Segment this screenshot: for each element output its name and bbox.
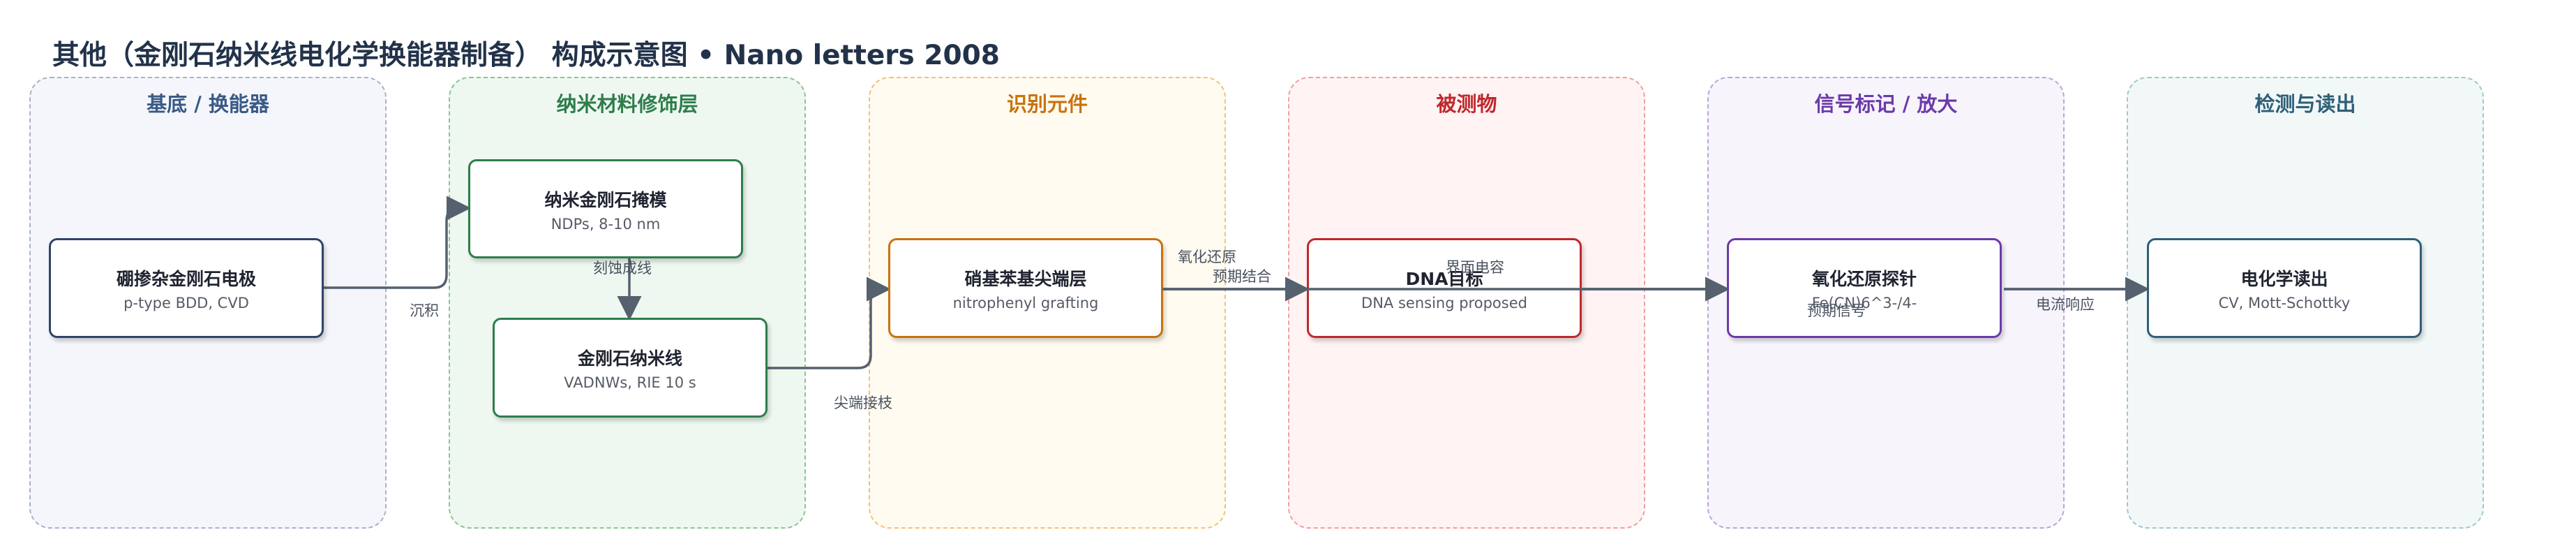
node-dna-title: DNA目标 (1405, 269, 1483, 289)
lane-title-substrate: 基底 / 换能器 (147, 92, 269, 116)
edge-label-deposit: 沉积 (410, 302, 439, 319)
node-dna-target[interactable]: DNA目标 DNA sensing proposed (1307, 238, 1582, 338)
node-echem-readout[interactable]: 电化学读出 CV, Mott-Schottky (2147, 238, 2422, 338)
node-diamond-nanowires[interactable]: 金刚石纳米线 VADNWs, RIE 10 s (493, 318, 767, 418)
node-wires-title: 金刚石纳米线 (577, 348, 682, 369)
node-mask-sub: NDPs, 8-10 nm (551, 216, 661, 233)
edge-label-interface: 界面电容 (1446, 259, 1504, 276)
edge-label-current: 电流响应 (2036, 296, 2095, 313)
node-dna-sub: DNA sensing proposed (1361, 295, 1527, 311)
edge-label-tip: 尖端接枝 (834, 395, 892, 411)
node-echem-sub: CV, Mott-Schottky (2218, 295, 2351, 311)
node-nitro-sub: nitrophenyl grafting (952, 295, 1099, 311)
edge-label-redox: 氧化还原 (1178, 249, 1236, 265)
edge-label-etch: 刻蚀成线 (593, 260, 652, 277)
node-echem-title: 电化学读出 (2240, 269, 2328, 289)
node-bdd-title: 硼掺杂金刚石电极 (116, 269, 256, 289)
node-wires-sub: VADNWs, RIE 10 s (564, 374, 696, 391)
edge-label-binding: 预期结合 (1213, 268, 1271, 285)
node-probe-sub: Fe(CN)6^3-/4- (1811, 295, 1917, 311)
edge-label-expected: 预期信号 (1807, 302, 1866, 319)
node-bdd-sub: p-type BDD, CVD (123, 295, 249, 311)
page-title: 其他（金刚石纳米线电化学换能器制备） 构成示意图 • Nano letters … (52, 40, 1000, 71)
lane-title-nano: 纳米材料修饰层 (556, 92, 698, 116)
lane-title-analyte: 被测物 (1436, 92, 1497, 116)
node-nitro-title: 硝基苯基尖端层 (964, 269, 1087, 289)
node-redox-probe[interactable]: 氧化还原探针 Fe(CN)6^3-/4- (1727, 238, 2002, 338)
lane-title-recognition: 识别元件 (1006, 92, 1088, 116)
node-mask-title: 纳米金刚石掩模 (544, 190, 667, 210)
node-nitrophenyl-layer[interactable]: 硝基苯基尖端层 nitrophenyl grafting (888, 238, 1163, 338)
node-nanodiamond-mask[interactable]: 纳米金刚石掩模 NDPs, 8-10 nm (468, 159, 743, 258)
lane-title-readout: 检测与读出 (2254, 92, 2356, 116)
node-probe-title: 氧化还原探针 (1811, 269, 1917, 289)
node-bdd-electrode[interactable]: 硼掺杂金刚石电极 p-type BDD, CVD (49, 238, 324, 338)
lane-title-signal: 信号标记 / 放大 (1814, 92, 1958, 116)
lane-nano: 纳米材料修饰层 (449, 77, 806, 529)
